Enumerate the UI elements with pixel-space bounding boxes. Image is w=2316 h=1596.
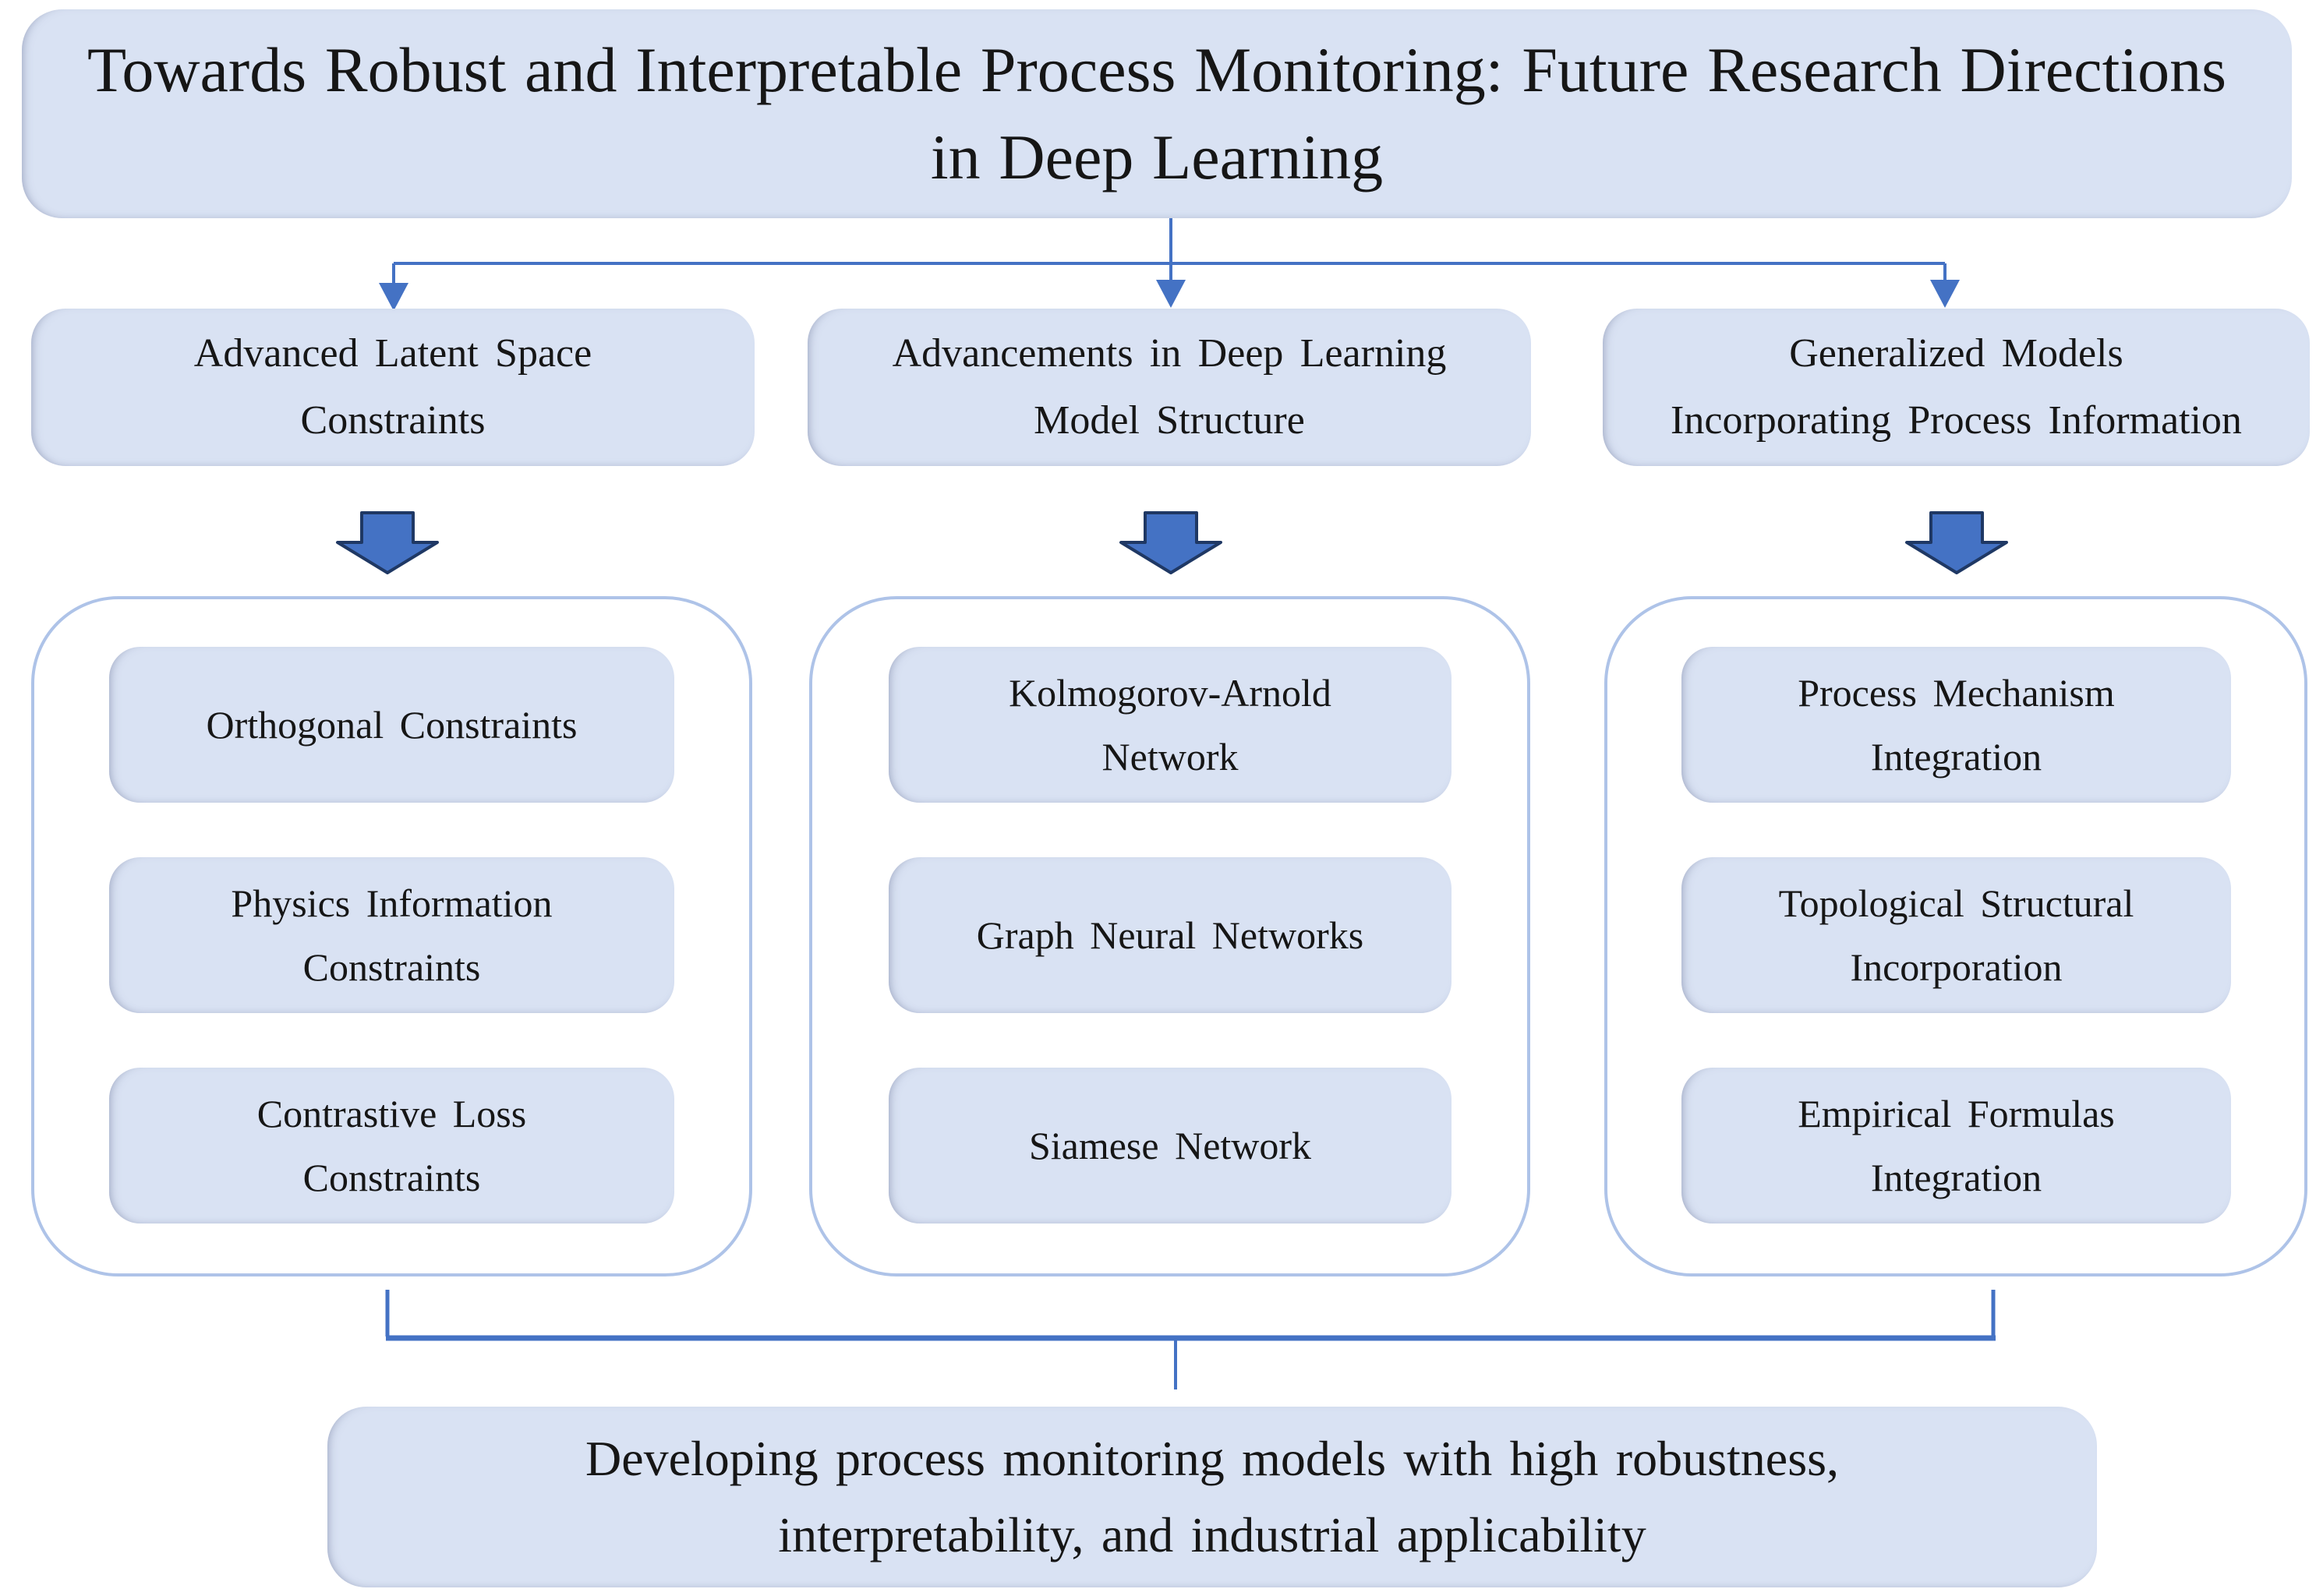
conclusion-box: Developing process monitoring models wit… (327, 1407, 2097, 1587)
branch-label-line: Advanced Latent Space (193, 331, 592, 376)
arrowhead-left-icon (379, 283, 408, 311)
item-label-line: Network (1101, 735, 1239, 779)
title-line: in Deep Learning (930, 122, 1384, 192)
item-label-line: Physics Information (231, 881, 553, 925)
item-label-line: Topological Structural (1778, 881, 2134, 925)
item-box-topological-structural-incorporation: Topological Structural Incorporation (1681, 857, 2231, 1013)
bottom-connector-verticals (385, 1290, 1996, 1336)
arrowhead-middle-icon (1156, 280, 1186, 308)
block-down-arrow-right-icon (1905, 511, 2008, 574)
item-label-line: Constraints (302, 1156, 481, 1199)
item-label-line: Incorporation (1850, 945, 2063, 989)
item-box-empirical-formulas-integration: Empirical Formulas Integration (1681, 1068, 2231, 1223)
branch-label-line: Model Structure (1034, 398, 1305, 443)
item-box-process-mechanism-integration: Process Mechanism Integration (1681, 647, 2231, 803)
arrowhead-right-icon (1930, 280, 1960, 308)
conclusion-line: interpretability, and industrial applica… (778, 1507, 1646, 1562)
branch-box-generalized-models: Generalized Models Incorporating Process… (1603, 309, 2310, 466)
branch-label-line: Constraints (300, 398, 486, 443)
item-label-line: Graph Neural Networks (976, 913, 1364, 957)
branch-label-line: Advancements in Deep Learning (892, 331, 1447, 376)
item-box-siamese-network: Siamese Network (889, 1068, 1451, 1223)
block-down-arrow-left-icon (336, 511, 439, 574)
branch-label-line: Incorporating Process Information (1671, 398, 2242, 443)
item-label-line: Process Mechanism (1798, 671, 2115, 715)
item-label-line: Kolmogorov-Arnold (1009, 671, 1331, 715)
top-connector-lines (392, 217, 1947, 285)
title-line: Towards Robust and Interpretable Process… (87, 34, 2227, 105)
conclusion-line: Developing process monitoring models wit… (585, 1431, 1840, 1486)
item-label-line: Contrastive Loss (256, 1092, 527, 1135)
item-label-line: Siamese Network (1028, 1124, 1312, 1167)
item-label-line: Empirical Formulas (1798, 1092, 2115, 1135)
block-down-arrow-middle-icon (1119, 511, 1222, 574)
item-box-contrastive-loss-constraints: Contrastive Loss Constraints (109, 1068, 674, 1223)
branch-box-advanced-latent-space: Advanced Latent Space Constraints (31, 309, 755, 466)
item-box-graph-neural-networks: Graph Neural Networks (889, 857, 1451, 1013)
branch-label-line: Generalized Models (1789, 331, 2123, 376)
item-label-line: Integration (1870, 735, 2042, 779)
branch-box-deep-learning-structure: Advancements in Deep Learning Model Stru… (808, 309, 1531, 466)
item-box-kolmogorov-arnold-network: Kolmogorov-Arnold Network (889, 647, 1451, 803)
item-box-physics-information-constraints: Physics Information Constraints (109, 857, 674, 1013)
item-box-orthogonal-constraints: Orthogonal Constraints (109, 647, 674, 803)
item-label-line: Integration (1870, 1156, 2042, 1199)
item-label-line: Constraints (302, 945, 481, 989)
item-label-line: Orthogonal Constraints (206, 703, 578, 747)
title-box: Towards Robust and Interpretable Process… (22, 9, 2292, 218)
